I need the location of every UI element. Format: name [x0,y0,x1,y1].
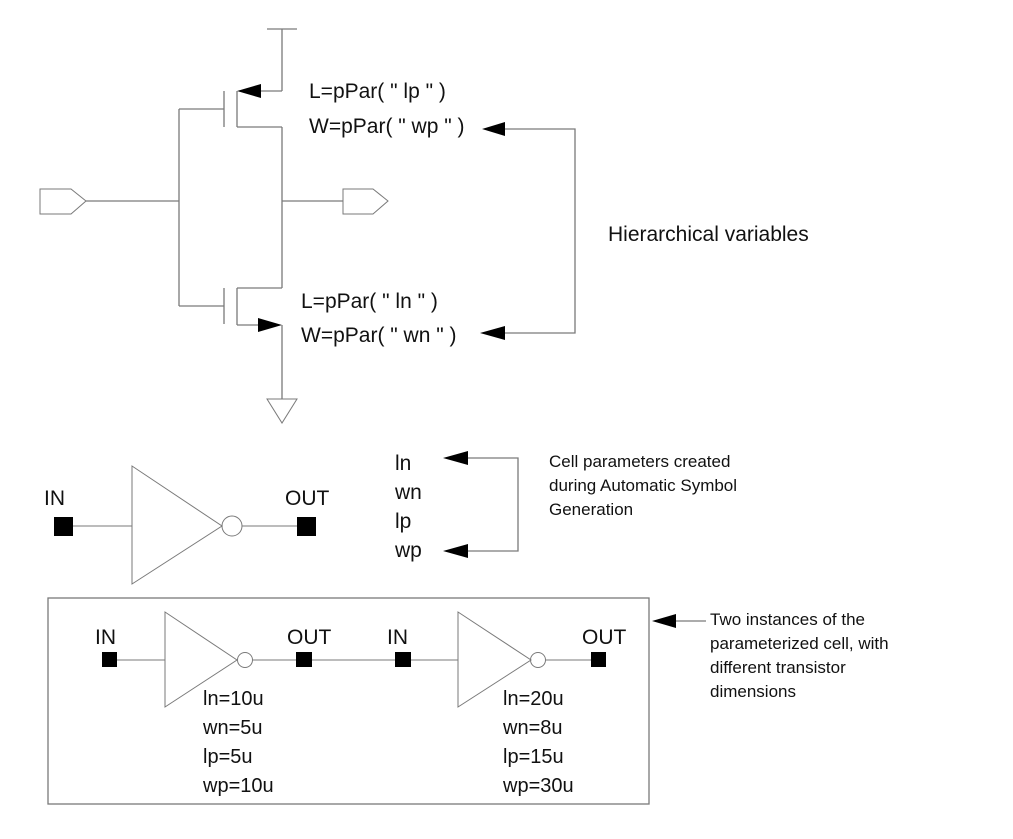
param-lp: lp [395,510,411,533]
ground-icon [266,325,298,424]
instance-param: wn=8u [502,717,563,739]
note-line: Cell parameters created [549,452,730,471]
inversion-bubble-icon [530,652,546,668]
cell-parameter-list: ln wn lp wp [394,451,519,562]
symbol-in-pin [54,517,73,536]
pmos-width-label: W=pPar( " wp " ) [309,115,465,138]
instance-param: ln=20u [503,688,564,710]
symbol-out-pin [297,517,316,536]
instance-param: wp=10u [202,775,274,797]
note-line: Generation [549,500,633,519]
note-line: parameterized cell, with [710,634,889,653]
instance-1: IN OUT ln=10u wn=5u lp=5u wp=10u [95,611,332,797]
arrow-left-icon [443,544,468,558]
instance-2: IN OUT ln=20u wn=8u lp=15u wp=30u [387,611,627,797]
instance-in-label: IN [95,626,116,649]
instance-out-pin [591,652,606,667]
instances-note: Two instances of the parameterized cell,… [710,610,889,701]
nmos-length-label: L=pPar( " ln " ) [301,290,438,313]
pmos-source-arrow-icon [237,84,261,98]
instance-param: wn=5u [202,717,263,739]
inversion-bubble-icon [221,515,243,537]
arrow-left-icon [480,326,505,340]
instance-param: wp=30u [502,775,574,797]
buffer-triangle-icon [164,611,238,708]
instances-frame [47,597,650,805]
output-pin-icon [282,188,389,215]
hierarchical-bracket [480,122,576,340]
nmos-width-label: W=pPar( " wn " ) [301,324,457,347]
hierarchical-variables-note: Hierarchical variables [608,223,809,246]
instance-in-pin [395,652,411,667]
symbol-out-label: OUT [285,487,330,510]
input-pin-icon [39,188,179,215]
instance-out-label: OUT [287,626,332,649]
instance-param: lp=15u [503,746,564,768]
nmos-transistor [179,287,282,332]
param-ln: ln [395,452,411,475]
pmos-length-label: L=pPar( " lp " ) [309,80,446,103]
note-line: different transistor [710,658,846,677]
note-line: Two instances of the [710,610,865,629]
vdd-supply-icon [261,28,297,92]
param-wn: wn [394,481,422,504]
buffer-triangle-icon [131,465,223,585]
symbol-in-label: IN [44,487,65,510]
instance-out-label: OUT [582,626,627,649]
instance-in-label: IN [387,626,408,649]
inverter-symbol: IN OUT [44,465,330,585]
arrow-left-icon [482,122,505,136]
inversion-bubble-icon [237,652,253,668]
note-line: dimensions [710,682,796,701]
pmos-transistor [179,84,282,128]
instance-param: ln=10u [203,688,264,710]
note-line: during Automatic Symbol [549,476,737,495]
inverter-schematic: L=pPar( " lp " ) W=pPar( " wp " ) L=pPar… [39,28,809,424]
instance-in-pin [102,652,117,667]
buffer-triangle-icon [457,611,532,708]
cell-parameters-note: Cell parameters created during Automatic… [549,452,737,519]
arrow-left-icon [443,451,468,465]
nmos-source-arrow-icon [258,318,282,332]
instance-param: lp=5u [203,746,253,768]
arrow-left-icon [652,614,676,628]
instance-out-pin [296,652,312,667]
param-wp: wp [394,539,422,562]
